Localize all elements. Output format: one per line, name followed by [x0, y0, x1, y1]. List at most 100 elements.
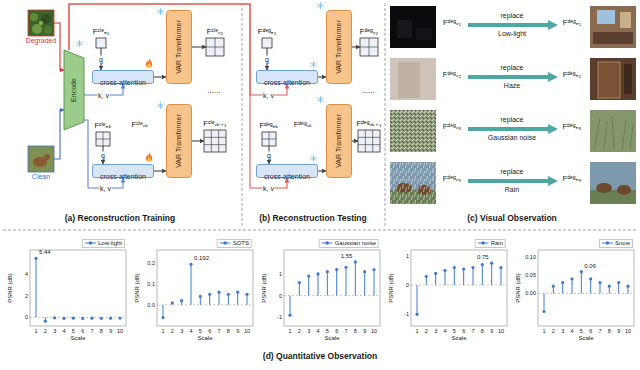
stem-line — [562, 283, 563, 294]
image-detail — [597, 10, 615, 24]
feature-grid: Fᶜˡᵉᵥ₂ — [206, 38, 224, 56]
chart-text: 8 — [100, 328, 103, 334]
edge-label: k, v — [97, 92, 110, 99]
chart-text: Scale — [324, 335, 339, 342]
stem-marker — [335, 268, 338, 271]
rotated-box-label: VAR Transformer — [335, 114, 343, 168]
chart-text: 1.55 — [341, 253, 353, 260]
chart-text: 0 — [279, 292, 282, 298]
stem-marker — [326, 270, 329, 273]
plot-frame — [538, 250, 634, 326]
rotated-box-label: Encode — [70, 78, 78, 102]
snowflake-icon — [158, 8, 163, 14]
image-ground — [390, 6, 436, 48]
stem-marker — [298, 281, 301, 284]
chart-text: PSNR (dB) — [515, 273, 522, 303]
grid-cell — [96, 132, 110, 146]
annotation-text: replace — [501, 64, 524, 72]
stem-marker — [81, 317, 84, 320]
chart-text: 0.10 — [525, 254, 536, 260]
stem-line — [491, 263, 492, 285]
stem-marker — [199, 295, 202, 298]
connector-arrow — [352, 46, 360, 47]
visual-observation-images — [390, 6, 636, 204]
chart-text: 1 — [406, 253, 409, 259]
rain-streaks — [390, 162, 436, 204]
chart-text: 1 — [288, 328, 291, 334]
dashed-separator — [242, 3, 243, 226]
grid-line — [365, 130, 366, 152]
grid-cell — [204, 130, 226, 152]
stem-chart — [30, 250, 126, 326]
stem-marker — [72, 317, 75, 320]
node-shape — [262, 38, 272, 48]
stem-line — [346, 267, 347, 295]
stem-marker — [189, 263, 192, 266]
feature-label: Fᶜˡᵉₑₖ — [94, 122, 111, 131]
feature-label: Fᵈᵉᵍₑₖ — [259, 122, 278, 131]
chart-text: 10 — [117, 328, 123, 334]
chart-text: Scale — [578, 335, 593, 342]
chart-text: 0.192 — [194, 255, 209, 262]
image-frame — [28, 146, 54, 172]
replace-arrow-body — [468, 75, 548, 79]
stem-marker — [561, 281, 564, 284]
stem-line — [618, 283, 619, 294]
chart-text: PSNR (dB) — [388, 273, 395, 303]
image-label: Degraded — [26, 37, 57, 45]
annotation-text: Fᵈᵉᵍᵥₖ — [294, 121, 313, 130]
chart-text: 1 — [161, 328, 164, 334]
stem-line — [374, 270, 375, 296]
annotation-text: Fᵈᵉᵍₑ₂ — [563, 71, 582, 80]
chart-text: 5 — [580, 328, 583, 334]
stem-marker — [245, 293, 248, 296]
chart-text: 5 — [326, 328, 329, 334]
legend-swatch — [322, 240, 333, 246]
chart-text: 5 — [72, 328, 75, 334]
stem-line — [417, 285, 418, 314]
chart-legend: Rain — [475, 239, 506, 248]
chart-text: 9 — [109, 328, 112, 334]
zero-line — [284, 295, 380, 296]
stem-line — [191, 264, 192, 305]
legend-text: Rain — [491, 240, 503, 247]
dashed-separator — [385, 3, 386, 226]
var-transformer-box: VAR Transformer — [166, 10, 192, 84]
dashed-separator — [3, 230, 637, 231]
connector-arrow — [192, 46, 206, 47]
node-shape — [358, 130, 380, 152]
chart-legend: SOTS — [217, 239, 252, 248]
stem-line — [364, 272, 365, 296]
stem-marker — [425, 275, 428, 278]
stem-marker — [118, 316, 121, 319]
stem-line — [237, 292, 238, 305]
connector-arrow — [352, 140, 358, 141]
legend-marker — [325, 242, 329, 246]
rain-restored-image — [590, 162, 636, 204]
node-shape — [204, 130, 226, 152]
zero-line — [411, 285, 507, 286]
stem-marker — [62, 317, 65, 320]
image-ground — [390, 162, 436, 204]
chart-text: 7 — [344, 328, 347, 334]
chart-text: -1 — [404, 311, 409, 317]
edge-label: q — [264, 56, 270, 63]
chart-text: 1 — [34, 328, 37, 334]
stem-marker — [608, 285, 611, 288]
grid-cell — [262, 132, 276, 146]
chart-text: Scale — [451, 335, 466, 342]
image-ground — [590, 110, 636, 152]
connector-arrow — [54, 110, 64, 159]
replace-arrows — [468, 20, 558, 186]
haze-overlay — [390, 58, 436, 100]
stem-chart — [411, 250, 507, 326]
grid-line — [262, 139, 276, 140]
stem-marker — [481, 263, 484, 266]
lowlight-restored-image — [590, 6, 636, 48]
snowflake-icon — [311, 155, 316, 161]
plot-frame — [411, 250, 507, 326]
chart-text: 9 — [490, 328, 493, 334]
